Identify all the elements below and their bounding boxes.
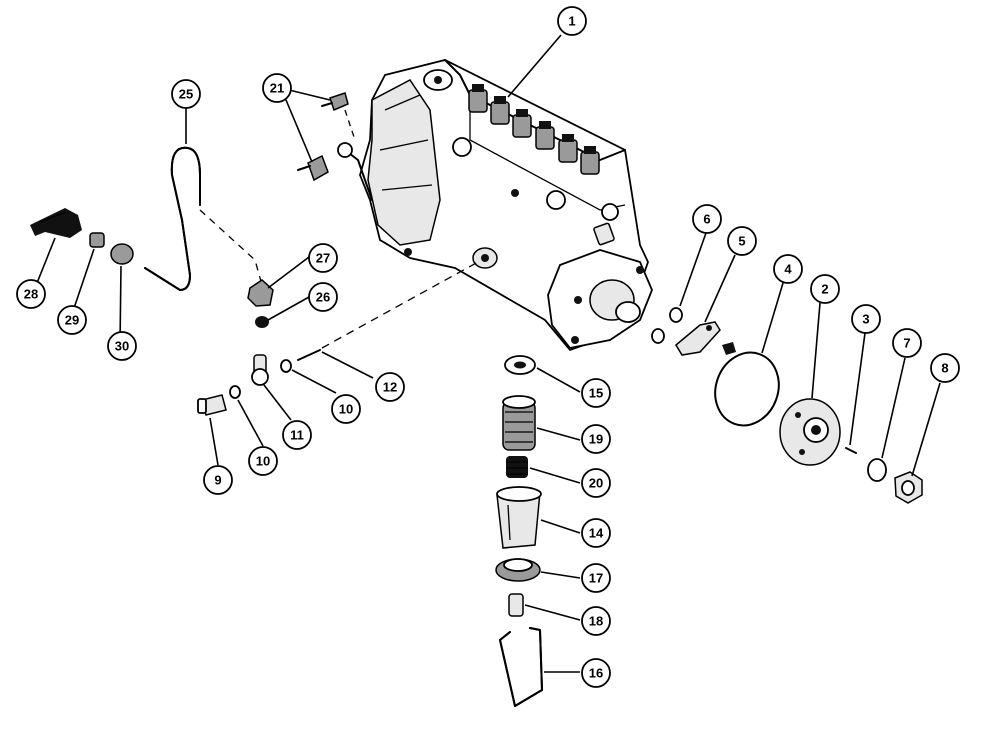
callout-3: 3	[851, 304, 881, 334]
part-17-bowl-nut	[495, 558, 541, 582]
callout-19: 19	[581, 424, 611, 454]
part-3-key	[845, 447, 857, 454]
callout-label: 26	[316, 290, 330, 305]
leader-lines	[32, 34, 941, 673]
part-4-o-ring	[714, 351, 780, 427]
part-10-washer-upper	[280, 359, 292, 373]
callout-label: 14	[589, 526, 604, 541]
part-12-stud	[297, 349, 321, 361]
part-28-elbow-fitting	[30, 208, 82, 238]
callout-8: 8	[930, 353, 960, 383]
callout-1: 1	[557, 6, 587, 36]
callout-label: 18	[589, 614, 603, 629]
callout-label: 27	[316, 251, 330, 266]
callout-11: 11	[282, 420, 312, 450]
callout-27: 27	[308, 243, 338, 273]
callout-12: 12	[375, 372, 405, 402]
callout-9: 9	[203, 465, 233, 495]
callout-label: 17	[589, 571, 603, 586]
part-30-nut	[110, 243, 134, 265]
part-9-bolt	[197, 394, 227, 416]
callout-label: 11	[290, 428, 304, 443]
callout-29: 29	[57, 305, 87, 335]
part-5-lever	[675, 321, 721, 356]
callout-label: 4	[784, 262, 792, 277]
part-18-screw	[508, 593, 524, 617]
part-11-banjo	[251, 354, 269, 386]
callout-label: 16	[589, 666, 603, 681]
part-20-spring	[506, 456, 528, 478]
part-10-washer-lower	[229, 385, 241, 399]
callout-16: 16	[581, 658, 611, 688]
callout-label: 25	[179, 87, 193, 102]
callout-7: 7	[892, 328, 922, 358]
callout-label: 30	[115, 339, 129, 354]
part-2-hub-plate	[779, 398, 841, 466]
callout-2: 2	[810, 274, 840, 304]
part-7-lock-washer	[867, 458, 887, 482]
callout-15: 15	[581, 378, 611, 408]
part-19-filter-element	[502, 395, 536, 451]
part-14-sediment-bowl	[496, 486, 542, 549]
callout-26: 26	[308, 282, 338, 312]
callout-label: 6	[703, 212, 710, 227]
callout-17: 17	[581, 563, 611, 593]
part-6-pin-a	[651, 328, 665, 344]
callout-label: 12	[383, 380, 397, 395]
callout-5: 5	[727, 226, 757, 256]
callout-18: 18	[581, 606, 611, 636]
part-26-washer	[255, 316, 269, 328]
callout-label: 20	[589, 476, 603, 491]
callout-6: 6	[692, 204, 722, 234]
callout-label: 5	[738, 234, 745, 249]
part-21-screws	[297, 92, 356, 182]
callout-label: 10	[339, 402, 353, 417]
part-6-pin-b	[669, 307, 683, 323]
callout-label: 15	[589, 386, 603, 401]
injection-pump-body	[337, 59, 653, 352]
callout-20: 20	[581, 468, 611, 498]
callout-14: 14	[581, 518, 611, 548]
callout-10-upper: 10	[331, 394, 361, 424]
delivery-valve-holders	[468, 84, 600, 175]
callout-label: 10	[256, 454, 270, 469]
callout-label: 1	[568, 14, 575, 29]
callout-28: 28	[16, 279, 46, 309]
callout-label: 28	[24, 287, 38, 302]
callout-label: 3	[862, 312, 869, 327]
callout-10-lower: 10	[248, 446, 278, 476]
callout-label: 8	[941, 361, 948, 376]
callout-label: 21	[270, 81, 284, 96]
callout-label: 29	[65, 313, 79, 328]
callout-label: 9	[214, 473, 221, 488]
callout-30: 30	[107, 331, 137, 361]
callout-label: 2	[821, 282, 828, 297]
part-small-screw	[722, 342, 736, 355]
callout-21: 21	[262, 73, 292, 103]
callout-label: 19	[589, 432, 603, 447]
part-29-sleeve	[89, 232, 105, 248]
callout-25: 25	[171, 79, 201, 109]
part-8-nut	[894, 471, 923, 504]
callout-4: 4	[773, 254, 803, 284]
callout-label: 7	[903, 336, 910, 351]
part-27-fitting	[247, 279, 274, 307]
